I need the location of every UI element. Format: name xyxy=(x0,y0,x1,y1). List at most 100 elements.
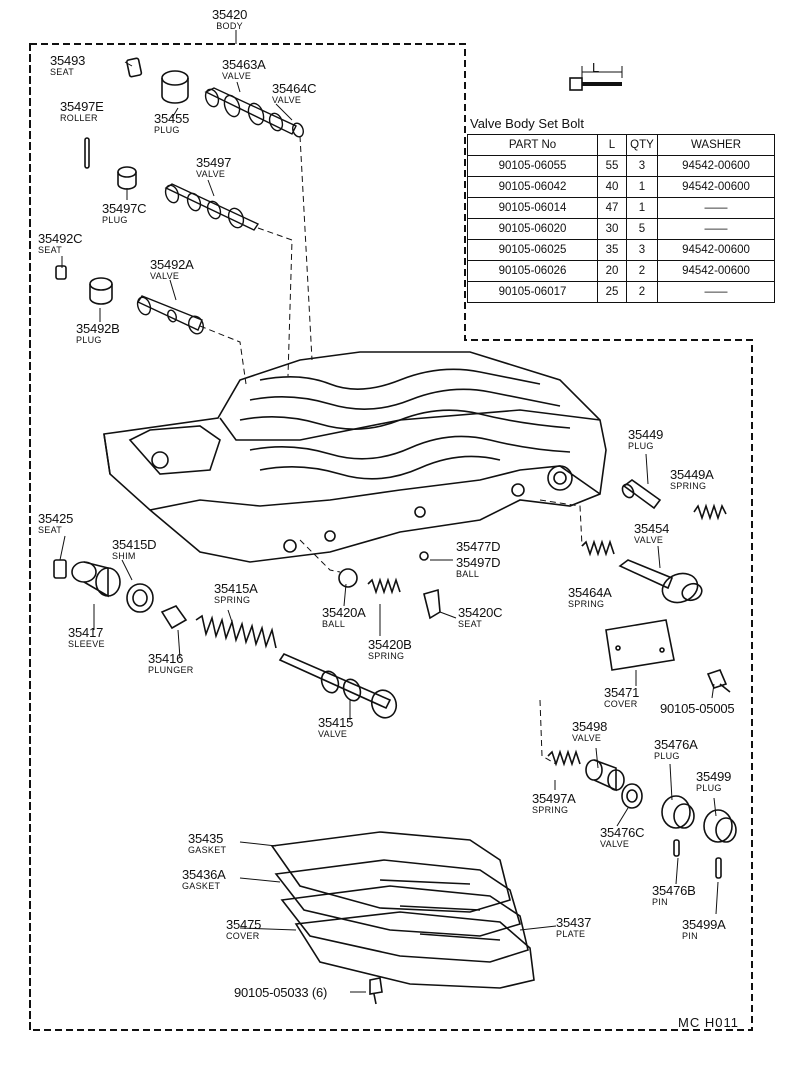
cell-length: 35 xyxy=(597,239,627,261)
cell-qty: 3 xyxy=(626,155,658,177)
bolt-90105-05005 xyxy=(706,669,731,693)
cell-part-no: 90105-06020 xyxy=(467,218,598,240)
cell-washer: —— xyxy=(657,218,775,240)
valve-35497 xyxy=(164,183,260,231)
plug-35499 xyxy=(703,809,737,843)
bolt-length-label: L xyxy=(592,60,600,75)
cell-length: 40 xyxy=(597,176,627,198)
cell-qty: 1 xyxy=(626,176,658,198)
label-90105-05005: 90105-05005 xyxy=(660,701,735,716)
cell-washer: —— xyxy=(657,197,775,219)
spring-35449A xyxy=(693,503,727,521)
plug-35497C xyxy=(117,166,137,190)
plug-35476A xyxy=(661,795,695,829)
cover-35471 xyxy=(605,619,675,671)
cell-washer: 94542-00600 xyxy=(657,176,775,198)
diagram-code: MC H011 xyxy=(678,1015,739,1030)
cell-washer: 94542-00600 xyxy=(657,239,775,261)
cell-washer: 94542-00600 xyxy=(657,155,775,177)
plate-stack xyxy=(270,831,535,989)
cell-length: 47 xyxy=(597,197,627,219)
cell-part-no: 90105-06026 xyxy=(467,260,598,282)
cell-part-no: 90105-06055 xyxy=(467,155,598,177)
spring-35464A xyxy=(581,539,615,557)
valve-35476C xyxy=(621,783,643,809)
sleeve-35417 xyxy=(71,561,121,598)
table-header-row: PART No L QTY WASHER xyxy=(467,134,775,156)
valve-35415 xyxy=(278,652,398,719)
valve-35492A xyxy=(136,295,204,335)
header-part-no: PART No xyxy=(467,134,598,156)
shim-35415D xyxy=(126,583,154,613)
cell-part-no: 90105-06014 xyxy=(467,197,598,219)
cell-part-no: 90105-06017 xyxy=(467,281,598,303)
cell-qty: 5 xyxy=(626,218,658,240)
cell-qty: 2 xyxy=(626,281,658,303)
header-qty: QTY xyxy=(626,134,658,156)
cell-length: 55 xyxy=(597,155,627,177)
cell-washer: 94542-00600 xyxy=(657,260,775,282)
bolt-90105-05033 xyxy=(369,977,383,1005)
plunger-35416 xyxy=(160,605,188,630)
spring-35497A xyxy=(547,749,581,767)
cell-qty: 3 xyxy=(626,239,658,261)
plug-35449 xyxy=(621,479,662,510)
cell-qty: 2 xyxy=(626,260,658,282)
bolt-table-title: Valve Body Set Bolt xyxy=(470,116,584,131)
spring-35415A xyxy=(195,614,277,649)
valve-35498 xyxy=(585,759,625,792)
cell-length: 25 xyxy=(597,281,627,303)
header-length: L xyxy=(597,134,627,156)
bolt-length-diagram xyxy=(569,66,623,91)
header-washer: WASHER xyxy=(657,134,775,156)
plug-35492B xyxy=(89,277,113,305)
seat-35420C xyxy=(423,588,441,620)
cell-part-no: 90105-06025 xyxy=(467,239,598,261)
label-35477D: 35477D xyxy=(456,539,501,554)
spring-35420B xyxy=(367,577,401,595)
cell-part-no: 90105-06042 xyxy=(467,176,598,198)
body-group-boundary xyxy=(29,43,753,1031)
